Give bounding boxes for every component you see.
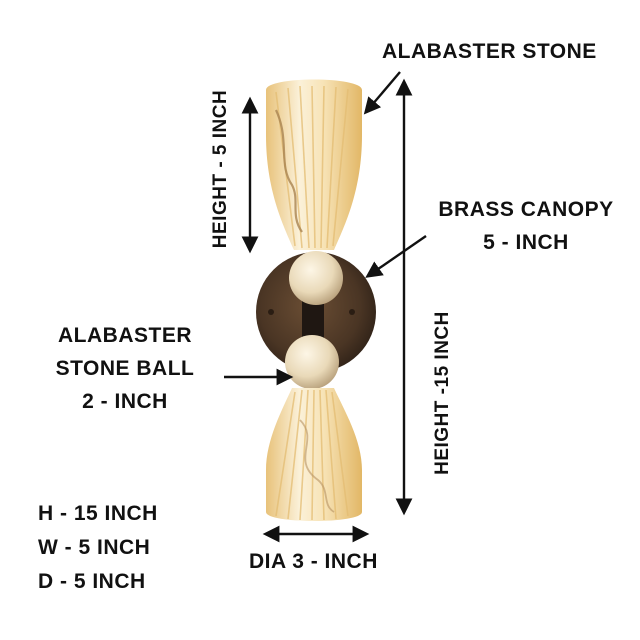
height-15-label: HEIGHT -15 INCH	[432, 311, 453, 475]
spec-list: H - 15 INCH W - 5 INCH D - 5 INCH	[38, 502, 158, 594]
alabaster-stone-pointer-arrow	[363, 71, 401, 115]
spec-height: H - 15 INCH	[38, 502, 158, 525]
height-5-label: HEIGHT - 5 INCH	[210, 89, 231, 249]
spec-depth: D - 5 INCH	[38, 570, 146, 593]
canopy-screw-right	[349, 309, 355, 315]
brass-canopy-pointer-arrow	[365, 235, 427, 278]
lower-shade-vein	[299, 419, 335, 513]
lower-shade-ribs	[275, 389, 349, 521]
upper-shade-vein	[275, 109, 303, 233]
lower-stone-ball	[285, 335, 339, 389]
spec-width: W - 5 INCH	[38, 536, 151, 559]
dia-label: DIA 3 - INCH	[249, 550, 378, 573]
canopy-screw-left	[268, 309, 274, 315]
brass-canopy-label-line2: 5 - INCH	[483, 231, 569, 254]
stone-ball-label-line2: STONE BALL	[55, 357, 195, 380]
brass-canopy-label: BRASS CANOPY 5 - INCH	[426, 198, 626, 255]
stone-ball-label: ALABASTER STONE BALL 2 - INCH	[40, 324, 210, 414]
stone-ball-label-line3: 2 - INCH	[82, 390, 168, 413]
alabaster-stone-label: ALABASTER STONE	[382, 40, 597, 63]
brass-canopy-label-line1: BRASS CANOPY	[438, 198, 614, 221]
stone-ball-label-line1: ALABASTER	[58, 324, 192, 347]
center-stem	[302, 295, 324, 347]
upper-stone-ball	[289, 251, 343, 305]
